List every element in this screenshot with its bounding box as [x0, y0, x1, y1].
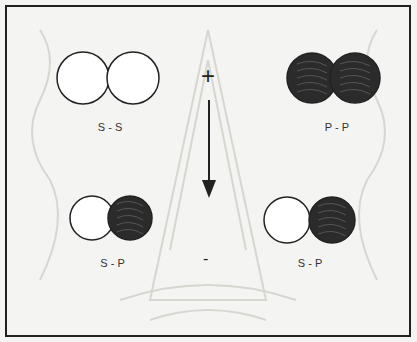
shading-stroke	[318, 224, 346, 229]
shading-stroke	[340, 82, 370, 87]
pair-label: S - S	[50, 121, 170, 133]
pair-label: S - P	[55, 257, 170, 269]
shading-stroke	[340, 68, 370, 73]
arrow-head	[202, 180, 216, 198]
plus-sign: +	[201, 62, 215, 90]
pair-label: P - P	[277, 121, 397, 133]
shading-stroke	[340, 75, 370, 80]
orbital-circle	[57, 52, 109, 104]
shading-stroke	[340, 61, 370, 66]
shading-stroke	[117, 222, 143, 227]
orbital-pair: S - P	[55, 185, 170, 280]
shading-stroke	[297, 61, 327, 66]
shading-stroke	[117, 215, 143, 220]
orbital-circle	[108, 196, 152, 240]
shading-stroke	[297, 89, 327, 94]
reaction-arrow	[208, 100, 210, 182]
shading-stroke	[117, 208, 143, 213]
shading-stroke	[117, 229, 143, 234]
orbital-pair: P - P	[277, 45, 397, 140]
shading-stroke	[297, 75, 327, 80]
shading-stroke	[318, 210, 346, 215]
orbital-circle	[330, 53, 380, 103]
shading-stroke	[117, 201, 143, 206]
shading-stroke	[297, 82, 327, 87]
pair-label: S - P	[250, 257, 370, 269]
shading-stroke	[297, 68, 327, 73]
minus-sign: -	[203, 250, 208, 268]
shading-stroke	[340, 89, 370, 94]
shading-stroke	[318, 231, 346, 236]
orbital-pair: S - P	[250, 185, 370, 280]
frame	[6, 6, 410, 336]
orbital-circle	[309, 197, 355, 243]
orbital-circle	[264, 197, 310, 243]
orbital-pair: S - S	[50, 45, 170, 140]
watermark	[32, 30, 385, 320]
shading-stroke	[318, 203, 346, 208]
shading-stroke	[318, 217, 346, 222]
orbital-circle	[107, 52, 159, 104]
